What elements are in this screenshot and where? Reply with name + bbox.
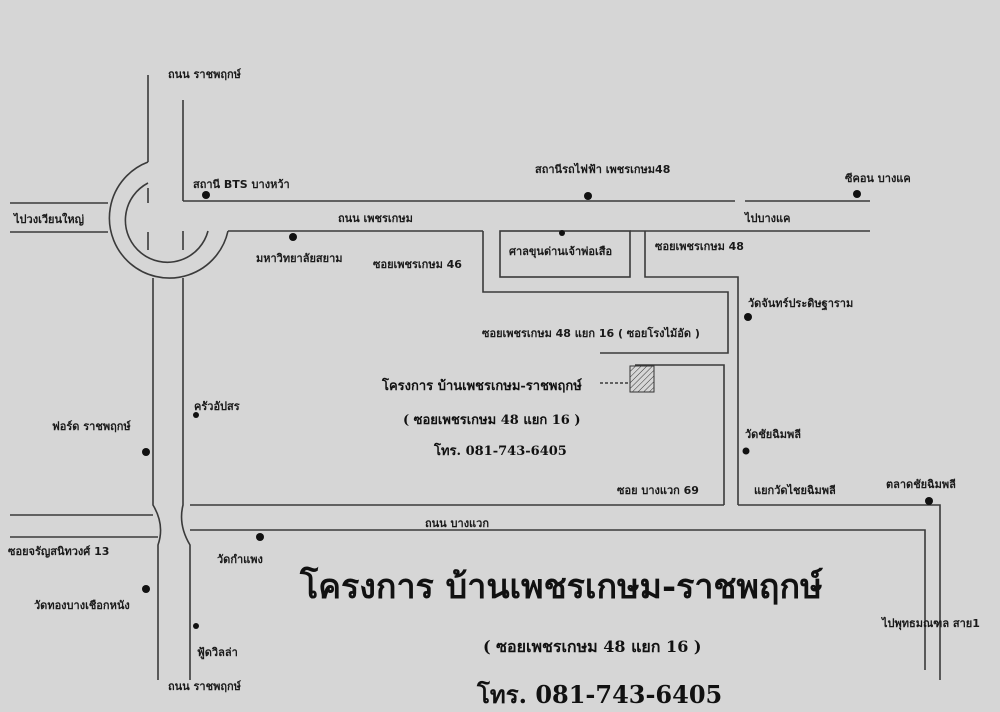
- project-building: [629, 365, 655, 393]
- road-label: ซอยเพชรเกษม 48 แยก 16 ( ซอยโรงไม้อัด ): [482, 326, 700, 340]
- talat-marker: [925, 497, 933, 505]
- shrine-block: [499, 230, 631, 278]
- road-label: ซอยจรัญสนิทวงศ์ 13: [8, 545, 109, 558]
- landmark-label: วัดจันทร์ประดิษฐาราม: [748, 297, 853, 311]
- ratchaphruek-road-south: [152, 278, 191, 680]
- seacon-marker: [853, 190, 861, 198]
- landmark-label: ครัวอัปสร: [194, 400, 240, 413]
- project-soi: ( ซอยเพชรเกษม 48 แยก 16 ): [483, 637, 701, 656]
- wat-kamphaeng-marker: [256, 533, 264, 541]
- to-wongwian-yai-road: [10, 188, 149, 250]
- road-label: ไปบางแค: [743, 211, 791, 225]
- landmark-label: วัดทองบางเชือกหนัง: [34, 599, 130, 612]
- project-phone-small: โทร. 081-743-6405: [433, 442, 567, 459]
- landmark-label: สถานี BTS บางหว้า: [193, 178, 290, 191]
- roundabout: [108, 161, 229, 279]
- wat-thong-marker: [142, 585, 150, 593]
- landmark-label: สถานีรถไฟฟ้า เพชรเกษม48: [535, 162, 670, 176]
- soi-48-road: [644, 231, 739, 505]
- road-label: ไปพุทธมณฑล สาย1: [880, 616, 980, 631]
- labels: ถนน ราชพฤกษ์ ถนน ราชพฤกษ์ ถนน เพชรเกษม ถ…: [8, 68, 980, 709]
- phetkasem-road: [183, 200, 870, 232]
- wat-chai-chim-phli-marker: [742, 447, 750, 455]
- road-label: ถนน ราชพฤกษ์: [168, 680, 242, 693]
- road-label: ซอย บางแวก 69: [617, 484, 699, 497]
- road-label: แยกวัดไชยฉิมพลี: [754, 483, 836, 497]
- shrine-marker: [559, 230, 565, 236]
- krua-apsorn-marker: [193, 412, 199, 418]
- bang-waek-road: [190, 504, 941, 680]
- road-label: ถนน เพชรเกษม: [338, 212, 413, 225]
- road-label: ถนน บางแวก: [425, 517, 489, 530]
- siam-university-marker: [289, 233, 297, 241]
- road-label: ซอยเพชรเกษม 46: [373, 258, 462, 271]
- bts-bang-wa-marker: [202, 191, 210, 199]
- project-soi-small: ( ซอยเพชรเกษม 48 แยก 16 ): [403, 413, 581, 428]
- road-label: ไปวงเวียนใหญ่: [12, 212, 84, 226]
- landmark-label: ฟู้ดวิลล่า: [197, 646, 238, 660]
- landmark-label: ฟอร์ด ราชพฤกษ์: [52, 420, 131, 433]
- road-label: ซอยเพชรเกษม 48: [655, 240, 744, 253]
- landmark-dots: [142, 190, 933, 629]
- project-title: โครงการ บ้านเพชรเกษม-ราชพฤกษ์: [299, 566, 823, 607]
- soi-46-road: [482, 231, 729, 505]
- landmark-label: วัดกำแพง: [217, 553, 263, 566]
- landmark-label: ซีคอน บางแค: [845, 172, 911, 185]
- ratchaphruek-road-north: [147, 75, 184, 201]
- landmark-label: ศาลขุนด่านเจ้าพ่อเสือ: [509, 245, 612, 259]
- ford-marker: [142, 448, 150, 456]
- project-name-small: โครงการ บ้านเพชรเกษม-ราชพฤกษ์: [381, 377, 582, 394]
- project-phone: โทร. 081-743-6405: [476, 680, 722, 709]
- roads: [10, 75, 941, 680]
- soi-charan-13-road: [10, 514, 158, 538]
- landmark-label: วัดชัยฉิมพลี: [745, 428, 801, 441]
- road-label: ถนน ราชพฤกษ์: [168, 68, 242, 81]
- landmark-label: มหาวิทยาลัยสยาม: [256, 252, 343, 265]
- bts-phetkasem-48-marker: [584, 192, 592, 200]
- food-villa-marker: [193, 623, 199, 629]
- wat-chan-marker: [744, 313, 752, 321]
- landmark-label: ตลาดชัยฉิมพลี: [886, 478, 956, 491]
